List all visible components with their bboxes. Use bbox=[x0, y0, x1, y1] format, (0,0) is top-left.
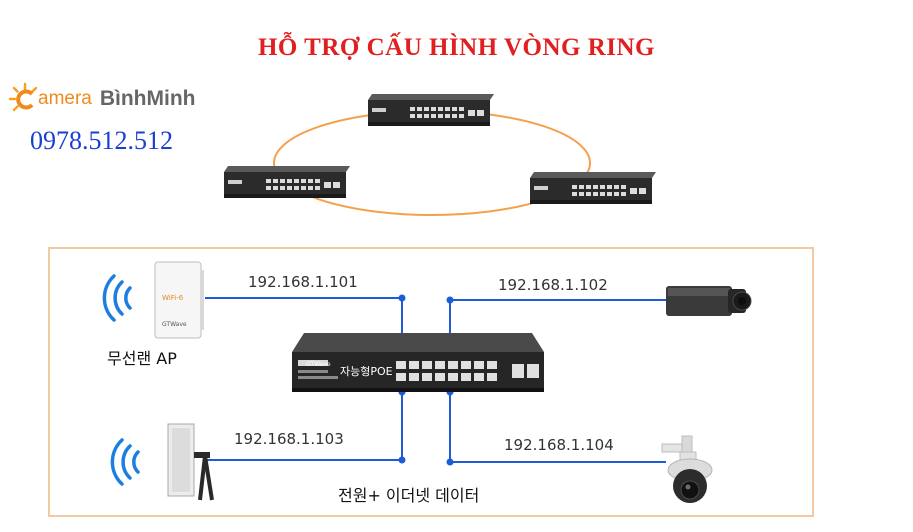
ring-switch-top bbox=[368, 94, 494, 126]
wireless-ap-top: WiFi-6 GTWave bbox=[154, 261, 204, 339]
poe-switch: GTWave 자능형POE bbox=[292, 333, 544, 392]
page-title: HỖ TRỢ CẤU HÌNH VÒNG RING bbox=[257, 34, 656, 61]
ring-switch-right bbox=[530, 172, 656, 204]
wireless-ap-label: 무선랜 AP bbox=[107, 349, 177, 368]
ip-label-camera-top: 192.168.1.102 bbox=[498, 276, 608, 294]
switch-brand-text: GTWave bbox=[306, 361, 331, 368]
box-camera bbox=[666, 286, 752, 316]
svg-text:WiFi-6: WiFi-6 bbox=[162, 294, 184, 302]
logo-word: amera bbox=[38, 88, 92, 109]
wireless-ap-bottom bbox=[167, 423, 214, 501]
ip-label-camera-bottom: 192.168.1.104 bbox=[504, 436, 614, 454]
wifi-waves-top-icon bbox=[102, 274, 132, 322]
ip-label-ap-bottom: 192.168.1.103 bbox=[234, 430, 344, 448]
svg-text:GTWave: GTWave bbox=[162, 321, 187, 328]
power-data-label: 전원+ 이더넷 데이터 bbox=[338, 486, 480, 505]
wifi-waves-bottom-icon bbox=[110, 438, 140, 486]
ring-switch-left bbox=[224, 166, 350, 198]
ip-label-ap-top: 192.168.1.101 bbox=[248, 273, 358, 291]
phone-number: 0978.512.512 bbox=[30, 126, 173, 155]
switch-label-text: 자능형POE bbox=[340, 365, 393, 378]
logo-brand: BìnhMinh bbox=[99, 87, 196, 110]
ptz-dome-camera bbox=[661, 435, 713, 503]
brand-logo: amera BìnhMinh bbox=[8, 82, 196, 116]
sun-c-icon bbox=[8, 82, 38, 112]
network-diagram-frame bbox=[48, 247, 814, 517]
